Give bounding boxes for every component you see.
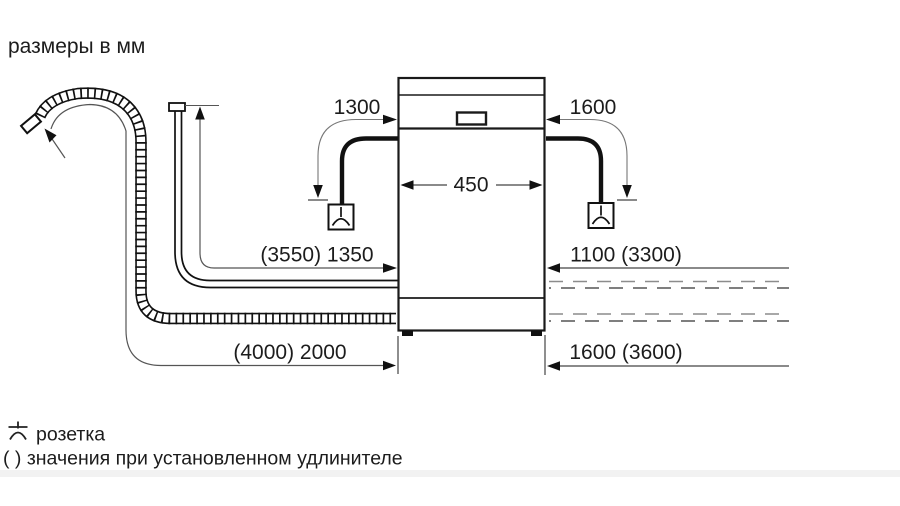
arrow-down-icon	[313, 185, 323, 198]
arrow-right-icon	[529, 180, 543, 190]
pipe-inner-line	[180, 111, 398, 282]
dim-power-cord-right: 1600	[546, 96, 637, 201]
dim-label-450: 450	[453, 174, 488, 197]
cable-left-path	[339, 136, 398, 205]
arrow-upleft-icon	[44, 128, 57, 143]
legend: розетка ( ) значения при установленном у…	[3, 421, 403, 470]
dim-power-cord-left: 1300	[308, 96, 397, 201]
arrow-down-icon	[622, 185, 632, 198]
power-cable-right	[546, 136, 615, 229]
arrow-left-icon	[547, 361, 560, 371]
arrow-right-icon	[383, 114, 397, 125]
socket-icon	[331, 207, 351, 226]
arrow-up-icon	[195, 106, 205, 120]
socket-legend-icon	[8, 421, 28, 440]
drain-hose	[19, 87, 396, 325]
arrow-right-icon	[383, 360, 396, 371]
foot-left	[402, 330, 413, 336]
dim-label-1300: 1300	[334, 96, 381, 119]
socket-icon	[591, 205, 611, 225]
arrow-right-icon	[383, 263, 397, 273]
dim-1350-leader	[199, 112, 383, 269]
dishwasher	[397, 76, 546, 336]
pipe-outer-line	[174, 111, 398, 289]
legend-socket-label: розетка	[36, 424, 105, 446]
water-supply-pipe	[168, 102, 398, 289]
dim-label-1100-3300: 1100 (3300)	[570, 244, 682, 267]
dim-supply-hose-left: (3550) 1350	[195, 106, 397, 273]
dim-label-1600: 1600	[570, 96, 617, 119]
socket-glyph-left	[331, 207, 351, 226]
arrow-left-icon	[400, 180, 414, 190]
socket-legend-glyph	[8, 421, 28, 440]
dim-supply-hose-right: 1100 (3300)	[547, 244, 789, 273]
drain-hose-core	[36, 88, 396, 323]
socket-glyph-right	[591, 205, 611, 225]
power-cable-left	[327, 136, 398, 231]
cable-right-path	[546, 136, 604, 204]
dim-label-4000-2000: (4000) 2000	[233, 341, 346, 364]
arrow-left-icon	[546, 114, 560, 125]
dim-2000-leader	[50, 103, 385, 367]
hose-continuation-dashed	[549, 280, 789, 322]
bottom-faint-strip	[0, 470, 900, 477]
arrow-left-icon	[547, 263, 560, 273]
dim-appliance-width: 450	[400, 174, 543, 197]
legend-extension-note: ( ) значения при установленном удлинител…	[3, 448, 403, 470]
dim-1600-leader	[560, 118, 628, 186]
dim-drain-hose-right: 1600 (3600)	[547, 341, 789, 371]
dim-label-3550-1350: (3550) 1350	[260, 244, 373, 267]
door-handle	[455, 111, 488, 126]
dim-drain-hose-left: (4000) 2000	[44, 103, 396, 371]
dim-label-1600-3600: 1600 (3600)	[569, 341, 682, 364]
dim-1300-leader	[317, 118, 383, 186]
drain-hose-end-cap	[19, 112, 43, 135]
tap-cap	[168, 102, 186, 112]
foot-right	[531, 330, 542, 336]
page-title: размеры в мм	[8, 35, 145, 58]
